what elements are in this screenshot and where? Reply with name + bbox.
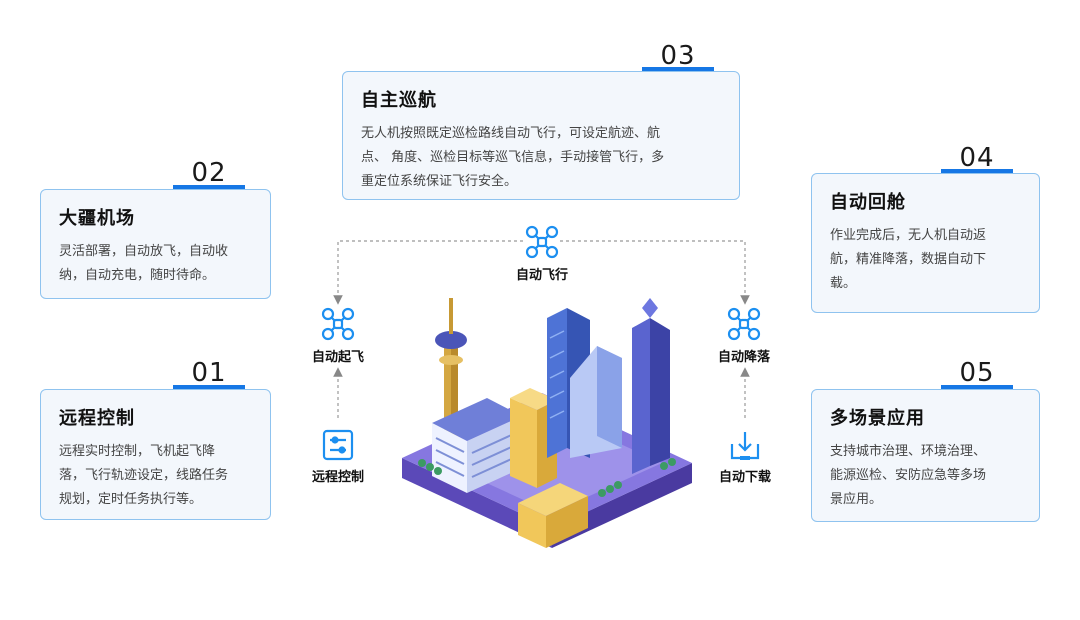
desc-line: 重定位系统保证飞行安全。: [361, 174, 518, 189]
drone-icon: [727, 307, 761, 341]
building-front-top: [518, 483, 588, 516]
drone-icon: [321, 307, 355, 341]
building-white-top: [432, 398, 522, 441]
card-desc: 灵活部署，自动放飞，自动收 纳，自动充电，随时待命。: [59, 240, 252, 288]
card-number-bar: [173, 385, 245, 390]
building-purple-side: [650, 318, 670, 466]
desc-line: 载。: [830, 276, 857, 291]
node-landing: 自动降落: [704, 306, 784, 365]
desc-line: 无人机按照既定巡检路线自动飞行，可设定航迹、航: [361, 126, 661, 141]
card-number-02: 02: [191, 158, 227, 188]
desc-line: 远程实时控制，飞机起飞降: [59, 444, 216, 459]
card-desc: 作业完成后，无人机自动返 航，精准降落，数据自动下 载。: [830, 224, 1021, 296]
node-label: 自动下载: [718, 470, 771, 485]
node-remote-control: 远程控制: [298, 428, 378, 485]
card-number-bar: [941, 385, 1013, 390]
card-autonomous-cruise: 自主巡航 无人机按照既定巡检路线自动飞行，可设定航迹、航 点、 角度、巡检目标等…: [342, 71, 740, 200]
download-icon: [730, 432, 760, 460]
desc-line: 支持城市治理、环境治理、: [830, 444, 987, 459]
desc-line: 景应用。: [830, 492, 883, 507]
card-desc: 支持城市治理、环境治理、 能源巡检、安防应急等多场 景应用。: [830, 440, 1021, 512]
desc-line: 落，飞行轨迹设定，线路任务: [59, 468, 229, 483]
node-label: 自动飞行: [515, 268, 568, 283]
card-number-bar: [941, 169, 1013, 174]
card-number-05: 05: [959, 358, 995, 388]
building-glass-shade: [597, 346, 622, 448]
building-front-right: [546, 496, 588, 548]
desc-line: 纳，自动充电，随时待命。: [59, 268, 216, 283]
city-illustration: [402, 298, 692, 548]
desc-line: 作业完成后，无人机自动返: [830, 228, 987, 243]
drone-icon: [525, 225, 559, 259]
card-desc: 远程实时控制，飞机起飞降 落，飞行轨迹设定，线路任务 规划，定时任务执行等。: [59, 440, 252, 512]
building-front-left: [518, 503, 546, 548]
platform-side: [402, 458, 552, 548]
card-number-bar: [173, 185, 245, 190]
node-auto-fly: 自动飞行: [502, 224, 582, 283]
node-label: 自动降落: [717, 350, 770, 365]
card-title: 大疆机场: [59, 208, 135, 229]
node-label: 自动起飞: [311, 350, 364, 365]
building-purple-spire: [642, 298, 658, 318]
tower-pod-ring: [439, 355, 463, 365]
building-blue-front: [547, 308, 567, 458]
remote-control-icon: [322, 429, 354, 461]
card-title: 多场景应用: [830, 408, 925, 429]
building-purple-front: [632, 318, 650, 474]
desc-line: 航，精准降落，数据自动下: [830, 252, 987, 267]
desc-line: 规划，定时任务执行等。: [59, 492, 203, 507]
card-multi-scenario: 多场景应用 支持城市治理、环境治理、 能源巡检、安防应急等多场 景应用。: [811, 389, 1040, 522]
card-number-03: 03: [660, 41, 696, 71]
tower-pod: [435, 331, 467, 349]
desc-line: 灵活部署，自动放飞，自动收: [59, 244, 229, 259]
card-title: 远程控制: [59, 408, 135, 429]
card-dji-airport: 大疆机场 灵活部署，自动放飞，自动收 纳，自动充电，随时待命。: [40, 189, 271, 299]
card-number-01: 01: [191, 358, 227, 388]
tower-antenna: [449, 298, 453, 334]
card-number-bar: [642, 67, 714, 72]
building-yellow-front: [510, 398, 537, 488]
card-number-04: 04: [959, 143, 995, 173]
connector-top-right: [560, 240, 750, 305]
card-title: 自动回舱: [830, 192, 906, 213]
desc-line: 点、 角度、巡检目标等巡飞信息，手动接管飞行，多: [361, 150, 665, 165]
card-desc: 无人机按照既定巡检路线自动飞行，可设定航迹、航 点、 角度、巡检目标等巡飞信息，…: [361, 122, 721, 194]
node-auto-download: 自动下载: [704, 428, 786, 485]
node-label: 远程控制: [311, 470, 364, 485]
card-title: 自主巡航: [361, 90, 437, 111]
card-auto-return: 自动回舱 作业完成后，无人机自动返 航，精准降落，数据自动下 载。: [811, 173, 1040, 313]
building-yellow-top: [510, 388, 557, 410]
card-remote-control: 远程控制 远程实时控制，飞机起飞降 落，飞行轨迹设定，线路任务 规划，定时任务执…: [40, 389, 271, 520]
node-takeoff: 自动起飞: [298, 306, 378, 365]
desc-line: 能源巡检、安防应急等多场: [830, 468, 987, 483]
tower-stem-shade: [451, 338, 458, 448]
connector-top-left: [333, 240, 523, 305]
